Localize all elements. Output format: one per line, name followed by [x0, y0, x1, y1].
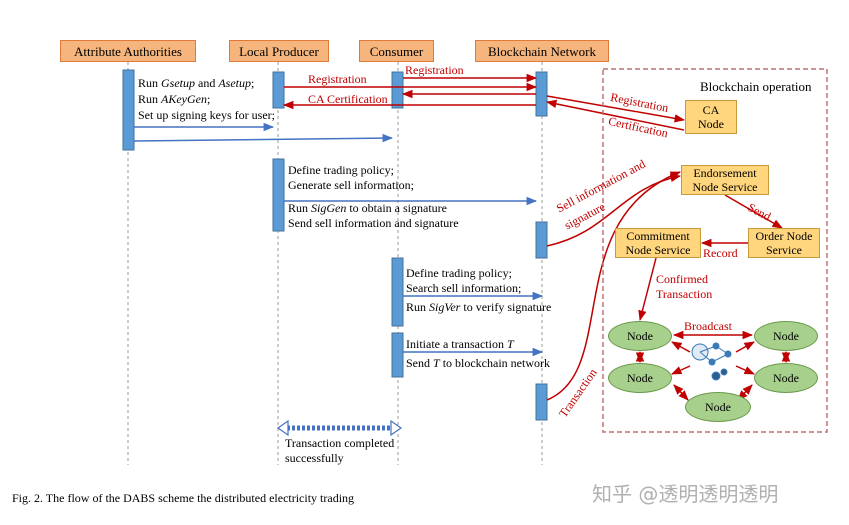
arrow-center-downright — [735, 365, 755, 375]
aa-step-1: Run Gsetup and Asetup; — [138, 76, 255, 90]
label-registration-consumer: Registration — [405, 63, 464, 77]
label-confirmed: Confirmed — [656, 272, 708, 286]
order-node-service-box: Order Node Service — [748, 228, 820, 258]
label-registration-producer: Registration — [308, 72, 367, 86]
ca-node-box: CA Node — [685, 100, 737, 134]
node-mid-left: Node — [608, 363, 672, 393]
blockchain-operation-title: Blockchain operation — [700, 79, 812, 94]
aa-step-2: Run AKeyGen; — [138, 92, 211, 106]
label-broadcast: Broadcast — [684, 319, 732, 333]
network-illustration-icon — [691, 342, 732, 381]
activation-bars — [122, 69, 548, 421]
label-record: Record — [703, 246, 738, 260]
node-top-left: Node — [608, 321, 672, 351]
arrow-aa-to-consumer — [133, 133, 394, 143]
arrow-center-upright — [735, 341, 755, 353]
completion-arrow — [276, 419, 403, 437]
producer-step-3: Run SigGen to obtain a signature — [288, 201, 447, 215]
blue-arrows — [133, 122, 544, 357]
commitment-node-service-box: Commitment Node Service — [615, 228, 701, 258]
red-arrows — [282, 73, 791, 401]
completion-line-1: Transaction completed — [285, 436, 395, 450]
activation-blockchain-1 — [535, 71, 548, 117]
node-bottom: Node — [685, 392, 751, 422]
consumer-step-4: Initiate a transaction T — [406, 337, 514, 351]
arrow-ca-to-bc-certification — [545, 99, 685, 131]
activation-producer-2 — [272, 158, 285, 232]
activation-aa — [122, 69, 135, 151]
header-consumer: Consumer — [359, 40, 434, 62]
arrow-center-downleft — [671, 365, 691, 375]
arrow-bc-to-ca-registration — [546, 95, 686, 123]
header-local-producer: Local Producer — [229, 40, 329, 62]
activation-consumer-1 — [391, 71, 404, 109]
watermark: 知乎 @透明透明透明 — [592, 482, 779, 506]
node-top-right: Node — [754, 321, 818, 351]
header-blockchain-network: Blockchain Network — [475, 40, 609, 62]
arrow-commitment-to-node — [638, 257, 657, 322]
consumer-step-2: Search sell information; — [406, 281, 522, 295]
aa-step-3: Set up signing keys for user; — [138, 108, 275, 122]
consumer-step-1: Define trading policy; — [406, 266, 512, 280]
arrow-transaction-to-endorsement — [546, 171, 681, 401]
consumer-step-3: Run SigVer to verify signature — [406, 300, 552, 314]
activation-consumer-2 — [391, 257, 404, 327]
completion-line-2: successfully — [285, 451, 344, 465]
producer-step-2: Generate sell information; — [288, 178, 414, 192]
node-mid-right: Node — [754, 363, 818, 393]
arrow-endorsement-to-order — [724, 194, 783, 229]
producer-step-1: Define trading policy; — [288, 163, 394, 177]
figure-caption: Fig. 2. The flow of the DABS scheme the … — [12, 491, 355, 505]
label-ca-certification: CA Certification — [308, 92, 388, 106]
label-confirmed-transaction: Transaction — [656, 287, 713, 301]
activation-blockchain-2 — [535, 221, 548, 259]
header-attribute-authorities: Attribute Authorities — [60, 40, 196, 62]
consumer-step-5: Send T to blockchain network — [406, 356, 550, 370]
blockchain-operation-frame — [602, 68, 828, 433]
producer-step-4: Send sell information and signature — [288, 216, 459, 230]
activation-blockchain-3 — [535, 383, 548, 421]
activation-producer-1 — [272, 71, 285, 109]
arrow-center-upleft — [671, 341, 691, 353]
endorsement-node-service-box: Endorsement Node Service — [681, 165, 769, 195]
arrow-node-bottom-left — [673, 384, 689, 401]
activation-consumer-3 — [391, 332, 404, 378]
